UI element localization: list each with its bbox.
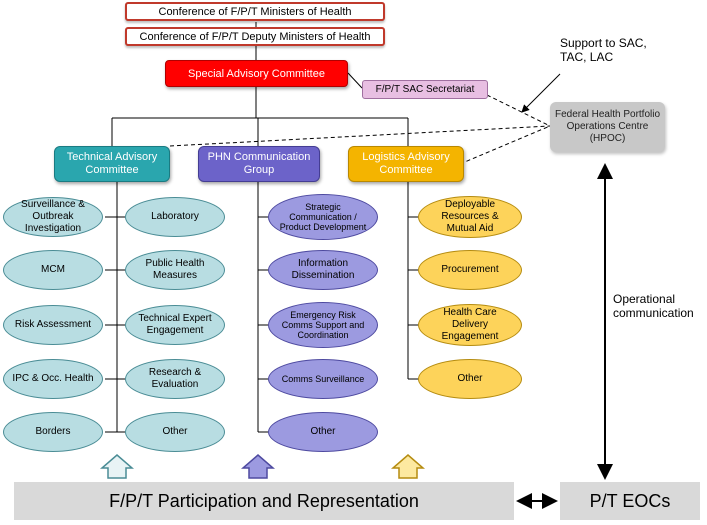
tac-item-label: MCM <box>41 264 65 275</box>
lac-header: Logistics Advisory Committee <box>348 146 464 182</box>
lac-item-label: Procurement <box>441 264 499 275</box>
lac-item-label: Deployable Resources & Mutual Aid <box>441 199 499 234</box>
deputy-ministers-conference-box: Conference of F/P/T Deputy Ministers of … <box>125 27 385 46</box>
phn-item-label: Other <box>310 426 336 437</box>
phn-item-strategic: Strategic Communication / Product Develo… <box>268 194 378 240</box>
tac-item-mcm: MCM <box>3 250 103 290</box>
participation-bar: F/P/T Participation and Representation <box>14 482 514 520</box>
tac-item-label: Laboratory <box>151 211 199 222</box>
hpoc-label: Federal Health Portfolio Operations Cent… <box>554 109 661 144</box>
pt-eocs-label: P/T EOCs <box>589 490 671 511</box>
sac-label: Special Advisory Committee <box>188 67 325 80</box>
tac-item-other: Other <box>125 412 225 452</box>
phn-item-dissemination: Information Dissemination <box>268 250 378 290</box>
tac-item-research: Research & Evaluation <box>125 359 225 399</box>
support-note: Support to SAC, TAC, LAC <box>560 36 647 64</box>
phn-item-label: Strategic Communication / Product Develo… <box>279 202 367 232</box>
tac-item-borders: Borders <box>3 412 103 452</box>
tac-item-ipc: IPC & Occ. Health <box>3 359 103 399</box>
phn-header-label: PHN Communication Group <box>207 151 311 176</box>
sac-box: Special Advisory Committee <box>165 60 348 87</box>
tac-item-label: Risk Assessment <box>14 319 92 330</box>
sac-secretariat-label: F/P/T SAC Secretariat <box>375 84 475 95</box>
sac-secretariat-box: F/P/T SAC Secretariat <box>362 80 488 99</box>
lac-item-procurement: Procurement <box>418 250 522 290</box>
pt-eocs-bar: P/T EOCs <box>560 482 700 520</box>
tac-item-label: Technical Expert Engagement <box>138 313 212 336</box>
lac-item-health-care-delivery: Health Care Delivery Engagement <box>418 304 522 346</box>
tac-item-label: Surveillance & Outbreak Investigation <box>21 199 85 234</box>
phn-item-emergency-risk-comms: Emergency Risk Comms Support and Coordin… <box>268 302 378 348</box>
tac-item-technical-expert: Technical Expert Engagement <box>125 305 225 345</box>
lac-item-label: Health Care Delivery Engagement <box>441 307 499 342</box>
ministers-conference-box: Conference of F/P/T Ministers of Health <box>125 2 385 21</box>
phn-item-label: Information Dissemination <box>291 258 355 281</box>
lac-header-label: Logistics Advisory Committee <box>362 151 450 176</box>
lac-item-other: Other <box>418 359 522 399</box>
tac-item-label: Borders <box>35 426 71 437</box>
tac-item-public-health-measures: Public Health Measures <box>125 250 225 290</box>
tac-item-risk-assessment: Risk Assessment <box>3 305 103 345</box>
tac-item-laboratory: Laboratory <box>125 197 225 237</box>
phn-item-other: Other <box>268 412 378 452</box>
tac-item-surveillance: Surveillance & Outbreak Investigation <box>3 197 103 237</box>
tac-item-label: Public Health Measures <box>145 258 205 281</box>
tac-item-label: Research & Evaluation <box>148 367 202 390</box>
operational-communication-label: Operational communication <box>613 292 694 320</box>
tac-item-label: Other <box>162 426 188 437</box>
phn-item-label: Comms Surveillance <box>281 374 365 384</box>
hpoc-box: Federal Health Portfolio Operations Cent… <box>550 102 665 152</box>
tac-header-label: Technical Advisory Committee <box>66 151 158 176</box>
phn-item-label: Emergency Risk Comms Support and Coordin… <box>281 310 365 340</box>
lac-item-label: Other <box>457 373 483 384</box>
phn-item-comms-surveillance: Comms Surveillance <box>268 359 378 399</box>
phn-header: PHN Communication Group <box>198 146 320 182</box>
lac-item-deployable: Deployable Resources & Mutual Aid <box>418 196 522 238</box>
tac-item-label: IPC & Occ. Health <box>12 373 94 384</box>
deputy-ministers-conference-label: Conference of F/P/T Deputy Ministers of … <box>139 30 371 43</box>
ministers-conference-label: Conference of F/P/T Ministers of Health <box>158 5 352 18</box>
participation-label: F/P/T Participation and Representation <box>109 490 419 511</box>
tac-header: Technical Advisory Committee <box>54 146 170 182</box>
